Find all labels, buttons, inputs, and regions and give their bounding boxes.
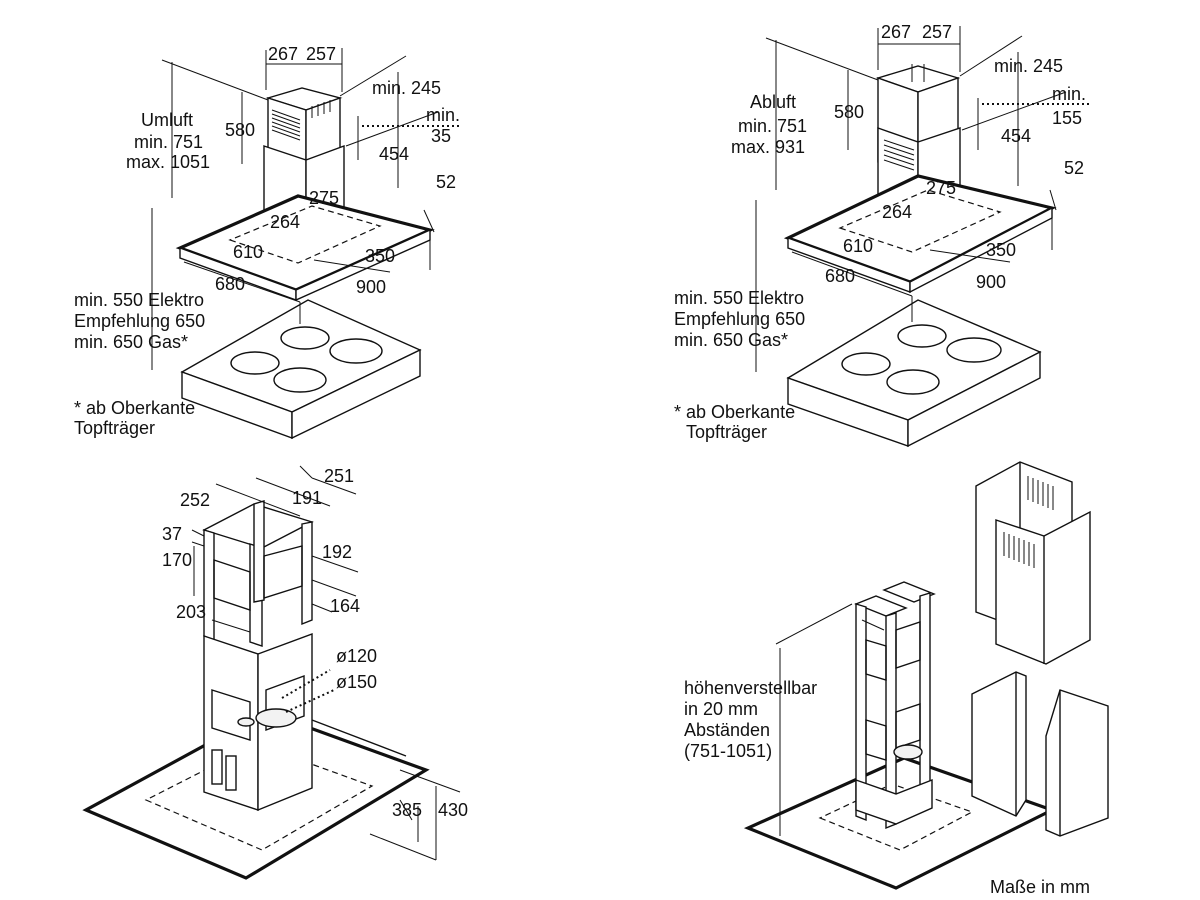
- dim-155: 155: [1052, 108, 1082, 128]
- dimension-lines: [191, 465, 461, 861]
- height-max: max. 1051: [126, 152, 210, 172]
- dim-454: 454: [379, 144, 409, 164]
- chimney-cover-lower-right: [1045, 689, 1109, 837]
- units-note: Maße in mm: [990, 877, 1090, 897]
- dimension-lines: [775, 603, 885, 836]
- dim-170: 170: [162, 550, 192, 570]
- mode-label: Umluft: [141, 110, 193, 130]
- dim-680: 680: [215, 274, 245, 294]
- mode-label: Abluft: [750, 92, 796, 112]
- recirculation-diagram: 267 257 min. 245 min. 35 580 454 52 275 …: [74, 44, 462, 440]
- adjustable-line-3: Abständen: [684, 720, 770, 740]
- chimney-cover-lower-left: [971, 671, 1027, 817]
- footnote-line-1: * ab Oberkante: [674, 402, 795, 422]
- cooktop: [786, 299, 1042, 448]
- dim-191: 191: [292, 488, 322, 508]
- dim-257: 257: [306, 44, 336, 64]
- dim-min-a: min.: [1052, 84, 1086, 104]
- upper-frame: [202, 500, 314, 647]
- dim-52: 52: [436, 172, 456, 192]
- height-min: min. 751: [134, 132, 203, 152]
- clearance-line-1: min. 550 Elektro: [674, 288, 804, 308]
- dim-350: 350: [365, 246, 395, 266]
- dim-52: 52: [1064, 158, 1084, 178]
- dim-610: 610: [233, 242, 263, 262]
- dim-580: 580: [834, 102, 864, 122]
- dim-264: 264: [882, 202, 912, 222]
- dim-min-a: min.: [426, 105, 460, 125]
- dim-267: 267: [881, 22, 911, 42]
- dim-35: 35: [431, 126, 451, 146]
- clearance-line-2: Empfehlung 650: [674, 309, 805, 329]
- dim-min-245: min. 245: [994, 56, 1063, 76]
- dim-385: 385: [392, 800, 422, 820]
- footnote-line-2: Topfträger: [686, 422, 767, 442]
- dim-430: 430: [438, 800, 468, 820]
- adjustable-frame-diagram: höhenverstellbar in 20 mm Abständen (751…: [684, 461, 1109, 890]
- dotted-dia150-line: [285, 689, 335, 713]
- dim-454: 454: [1001, 126, 1031, 146]
- dim-264: 264: [270, 212, 300, 232]
- footnote-line-1: * ab Oberkante: [74, 398, 195, 418]
- dim-164: 164: [330, 596, 360, 616]
- extraction-diagram: 267 257 min. 245 min. 155 580 454 52 275…: [674, 22, 1092, 448]
- footnote-line-2: Topfträger: [74, 418, 155, 438]
- dim-275: 275: [926, 178, 956, 198]
- dimension-lines: [151, 48, 439, 370]
- dim-192: 192: [322, 542, 352, 562]
- clearance-line-1: min. 550 Elektro: [74, 290, 204, 310]
- dotted-dia120-line: [281, 669, 331, 699]
- adjustable-line-2: in 20 mm: [684, 699, 758, 719]
- chimney-cover-upper-front: [995, 510, 1091, 665]
- dim-900: 900: [356, 277, 386, 297]
- dim-203: 203: [176, 602, 206, 622]
- dim-min-245: min. 245: [372, 78, 441, 98]
- cooktop: [180, 299, 422, 440]
- clearance-line-3: min. 650 Gas*: [674, 330, 788, 350]
- mounting-frame-diagram: 251 252 191 37 192 170 203 164 ø120 ø150…: [82, 465, 468, 880]
- dim-251: 251: [324, 466, 354, 486]
- dim-900: 900: [976, 272, 1006, 292]
- adjustable-line-4: (751-1051): [684, 741, 772, 761]
- dim-610: 610: [843, 236, 873, 256]
- dim-275: 275: [309, 188, 339, 208]
- dimension-lines: [755, 26, 1067, 372]
- clearance-line-3: min. 650 Gas*: [74, 332, 188, 352]
- dim-dia120: ø120: [336, 646, 377, 666]
- dim-37: 37: [162, 524, 182, 544]
- height-max: max. 931: [731, 137, 805, 157]
- lower-frame: [203, 632, 407, 812]
- dim-680: 680: [825, 266, 855, 286]
- frame: [854, 581, 936, 830]
- hood-body: [175, 194, 435, 302]
- hood-body: [783, 174, 1057, 294]
- dim-dia150: ø150: [336, 672, 377, 692]
- adjustable-line-1: höhenverstellbar: [684, 678, 817, 698]
- duct-connector: [255, 708, 297, 728]
- dim-252: 252: [180, 490, 210, 510]
- dim-350: 350: [986, 240, 1016, 260]
- dim-257: 257: [922, 22, 952, 42]
- dim-267: 267: [268, 44, 298, 64]
- clearance-line-2: Empfehlung 650: [74, 311, 205, 331]
- height-min: min. 751: [738, 116, 807, 136]
- dim-580: 580: [225, 120, 255, 140]
